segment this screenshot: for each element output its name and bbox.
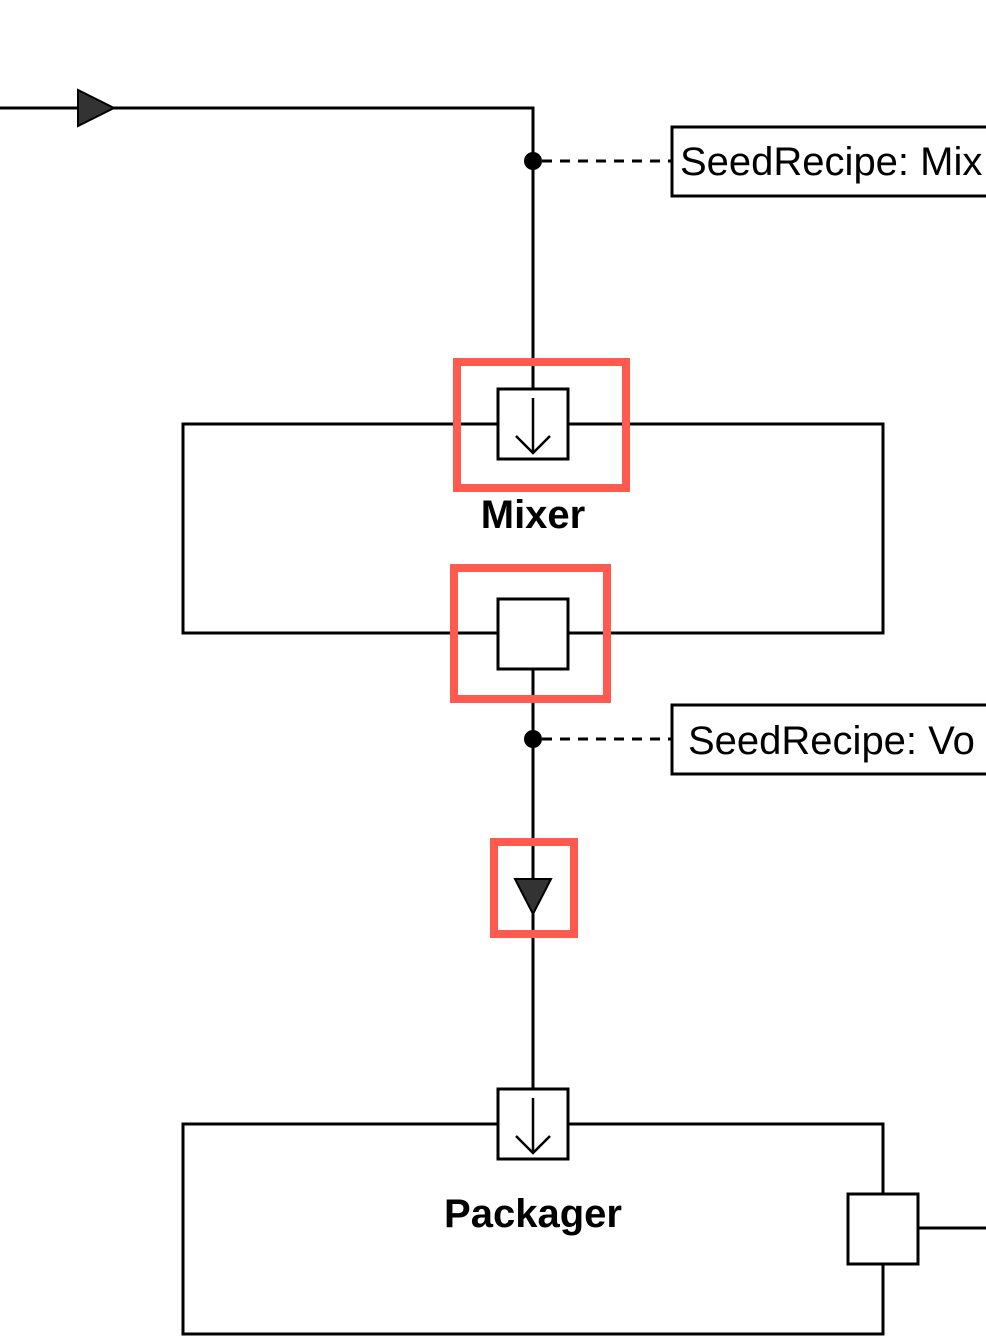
flow-arrow-highlight: [490, 838, 578, 938]
packager-input-port[interactable]: [496, 1087, 570, 1161]
packager-output-port[interactable]: [846, 1192, 920, 1266]
packager-block-label: Packager: [444, 1192, 622, 1236]
arrow-down-icon: [515, 398, 551, 455]
mixer-input-junction-dot: [524, 152, 542, 170]
arrow-down-icon: [515, 1098, 551, 1155]
mixer-input-port-highlight: [453, 358, 630, 492]
square-port-icon: [846, 1192, 920, 1266]
mixer-output-note-label: SeedRecipe: Vo: [688, 719, 975, 763]
mixer-input-note-label: SeedRecipe: Mix: [680, 140, 982, 184]
mixer-input-port[interactable]: [496, 387, 570, 461]
triangle-arrow-icon: [513, 878, 553, 917]
mixer-output-note[interactable]: SeedRecipe: Vo: [670, 703, 986, 776]
flow-arrow-right-icon: [77, 88, 117, 128]
mixer-output-junction-dot: [524, 730, 542, 748]
mixer-output-port[interactable]: [496, 597, 570, 671]
mixer-output-port-highlight: [450, 564, 611, 703]
square-port-icon: [496, 597, 570, 671]
mixer-block-label: Mixer: [481, 493, 586, 537]
mixer-input-note[interactable]: SeedRecipe: Mix: [670, 125, 986, 198]
incoming-flow-line: [0, 106, 535, 388]
